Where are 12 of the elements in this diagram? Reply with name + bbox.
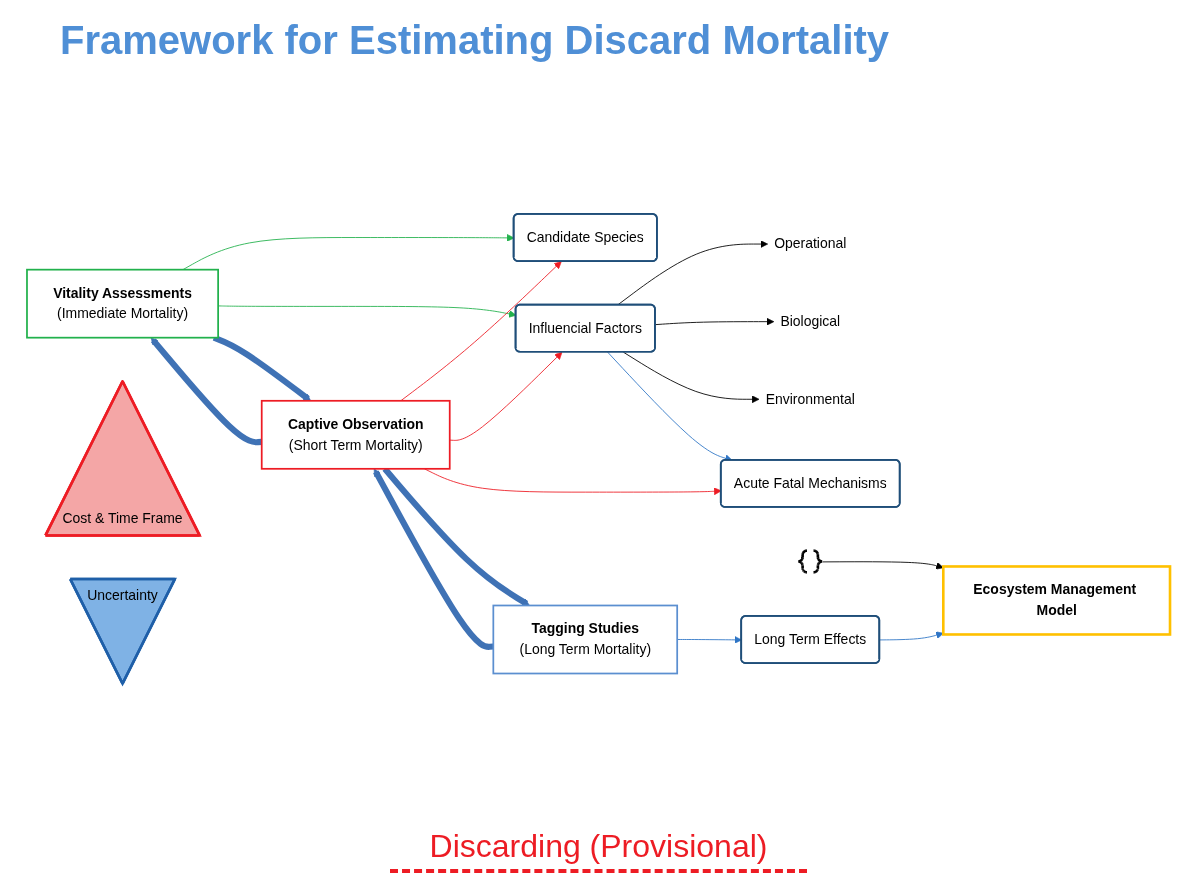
node-box: Tagging Studies (Long Term Mortality) — [492, 604, 679, 675]
boundary-label: Discarding (Provisional) — [389, 828, 808, 873]
arrow — [212, 334, 311, 401]
node-box: Captive Observation (Short Term Mortality) — [260, 399, 451, 470]
diagram-title: Framework for Estimating Discard Mortality — [60, 18, 890, 63]
node-box: Ecosystem Management Model — [942, 564, 1172, 636]
node-text: Environmental — [765, 391, 855, 406]
node-text: Biological — [780, 313, 841, 329]
arrow — [150, 337, 262, 445]
arrow — [373, 468, 494, 650]
node-box: Vitality Assessments (Immediate Mortality) — [26, 268, 219, 339]
node-text: Operational — [774, 235, 847, 251]
